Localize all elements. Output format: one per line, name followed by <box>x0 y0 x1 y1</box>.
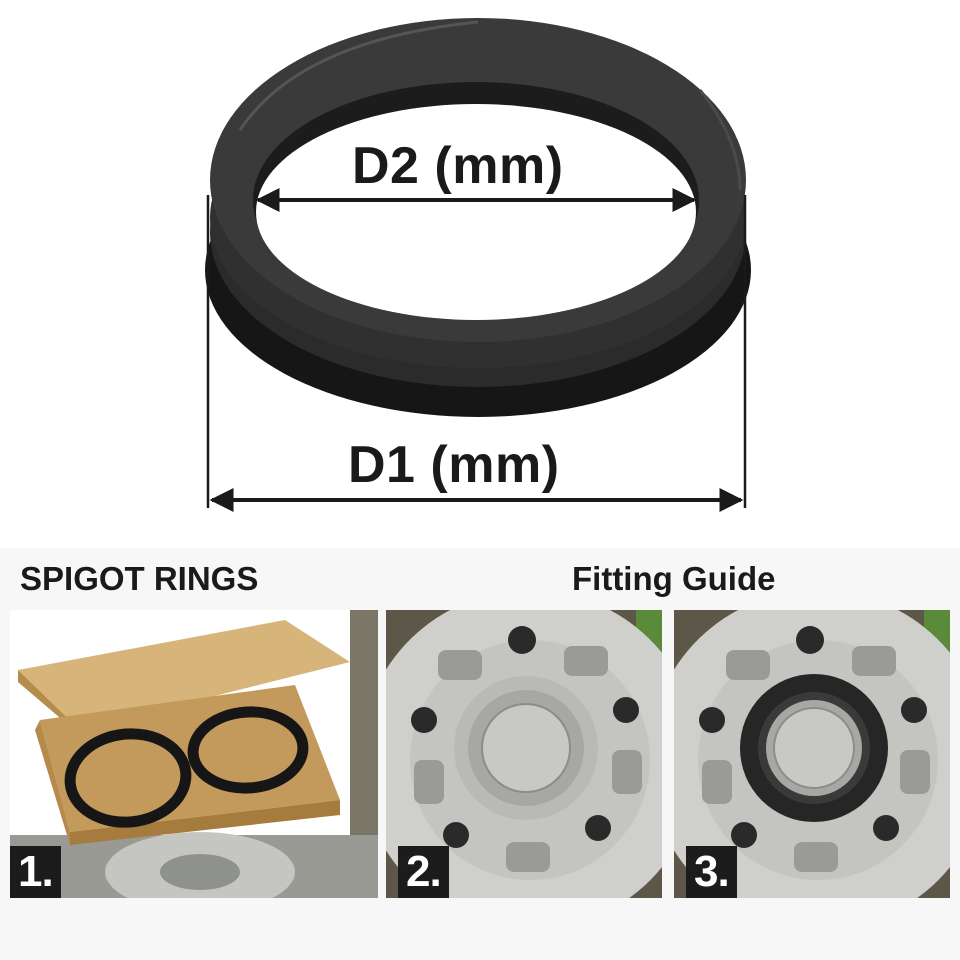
hub-without-ring-image <box>386 610 662 898</box>
fitting-guide-section: SPIGOT RINGS Fitting Guide 1. <box>0 548 960 960</box>
spigot-ring-illustration <box>205 18 751 512</box>
step-1-photo: 1. <box>10 610 378 898</box>
hub-with-ring-image <box>674 610 950 898</box>
step-2-badge: 2. <box>398 846 449 898</box>
step-2-photo: 2. <box>386 610 662 898</box>
step-3-badge: 3. <box>686 846 737 898</box>
spigot-rings-heading: SPIGOT RINGS <box>20 560 259 597</box>
step-1-badge: 1. <box>10 846 61 898</box>
d2-label: D2 (mm) <box>352 137 564 195</box>
d1-label: D1 (mm) <box>348 436 560 494</box>
step-3-photo: 3. <box>674 610 950 898</box>
ring-dimension-diagram: D2 (mm) D1 (mm) <box>0 18 960 549</box>
boxed-rings-image <box>10 610 378 898</box>
fitting-guide-heading: Fitting Guide <box>572 560 776 597</box>
